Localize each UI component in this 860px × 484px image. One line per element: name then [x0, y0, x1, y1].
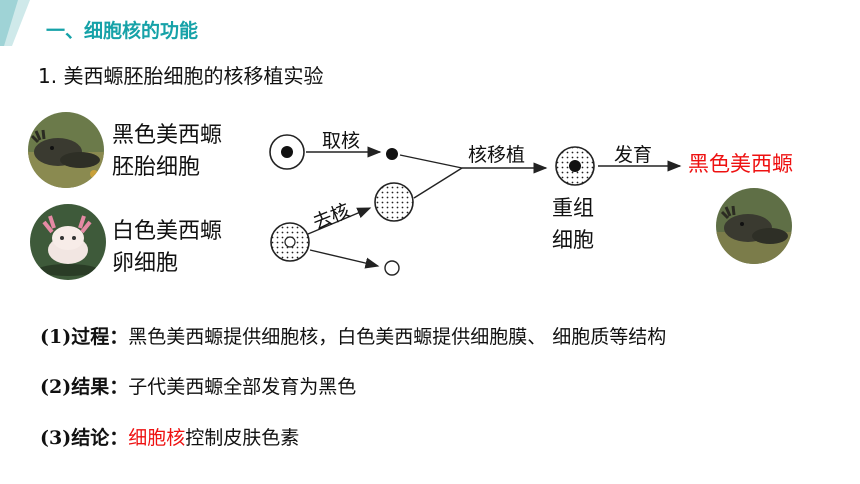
point-conclusion: (3)结论：细胞核控制皮肤色素 — [40, 423, 299, 450]
transplant-label: 核移植 — [468, 144, 526, 166]
result-label: 黑色美西螈 — [688, 152, 793, 176]
recombined-label-line2: 细胞 — [552, 228, 594, 252]
point-conclusion-text: 控制皮肤色素 — [185, 427, 300, 449]
point-conclusion-prefix: (3)结论： — [40, 427, 129, 449]
recombined-cell — [555, 146, 595, 186]
point-result-text: 子代美西螈全部发育为黑色 — [128, 376, 357, 398]
point-process-text: 黑色美西螈提供细胞核，白色美西螈提供细胞膜、 细胞质等结构 — [128, 326, 667, 348]
experiment-subtitle: 1. 美西螈胚胎细胞的核移植实验 — [38, 64, 324, 88]
point-result: (2)结果：子代美西螈全部发育为黑色 — [40, 372, 356, 399]
take-nucleus-label: 取核 — [322, 130, 361, 152]
white-egg-label-line1: 白色美西螈 — [112, 219, 223, 244]
nuclear-transplant-diagram: 黑色美西螈 胚胎细胞 白色美西螈 卵细胞 — [0, 100, 860, 300]
corner-decoration — [0, 0, 30, 46]
point-conclusion-highlight: 细胞核 — [128, 427, 186, 449]
enucleated-egg — [374, 182, 414, 222]
black-embryo-label-line1: 黑色美西螈 — [112, 123, 223, 148]
white-salamander-photo — [30, 204, 106, 280]
white-egg-label-line2: 卵细胞 — [112, 251, 179, 276]
cell-flow-diagram — [269, 134, 682, 276]
section-title: 一、细胞核的功能 — [46, 20, 199, 42]
point-process-prefix: (1)过程： — [40, 326, 129, 348]
removed-nucleus — [384, 260, 400, 276]
point-result-prefix: (2)结果： — [40, 376, 129, 398]
point-process: (1)过程：黑色美西螈提供细胞核，白色美西螈提供细胞膜、 细胞质等结构 — [40, 322, 666, 349]
recombined-label-line1: 重组 — [552, 196, 594, 220]
black-embryo-label-line2: 胚胎细胞 — [112, 155, 201, 180]
extracted-nucleus — [386, 148, 398, 160]
develop-label: 发育 — [614, 144, 653, 166]
white-egg-cell — [270, 222, 310, 262]
black-embryo-cell — [269, 134, 305, 170]
